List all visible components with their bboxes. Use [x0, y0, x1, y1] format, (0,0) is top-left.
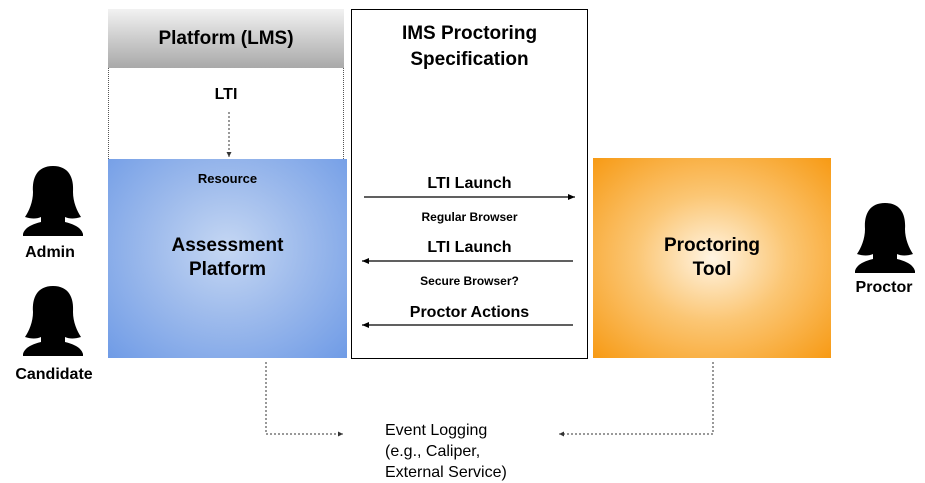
event-logging-line2: (e.g., Caliper, [385, 443, 481, 460]
admin-label: Admin [25, 244, 75, 261]
candidate-person-icon [23, 286, 83, 356]
lti-launch-label-1: LTI Launch [427, 175, 512, 192]
proctoring-to-logging-connector [559, 362, 714, 437]
platform-lms-header: Platform (LMS) [108, 9, 344, 68]
candidate-label: Candidate [15, 366, 93, 383]
proctoring-tool-box [593, 158, 831, 358]
event-logging-line1: Event Logging [385, 422, 488, 439]
ims-specification-box [351, 9, 588, 359]
proctor-actions-label: Proctor Actions [409, 304, 530, 321]
assessment-platform-box [108, 159, 347, 358]
platform-lms-title: Platform (LMS) [158, 27, 294, 49]
proctor-person-icon [855, 203, 915, 273]
assessment-title-line1: Assessment [171, 235, 284, 256]
resource-label: Resource [197, 171, 258, 186]
admin-person-icon [23, 166, 83, 236]
proctoring-title-line1: Proctoring [663, 235, 761, 256]
ims-specification-title: IMS Proctoring Specification [351, 21, 588, 73]
lti-label: LTI [214, 86, 238, 103]
event-logging-label: Event Logging (e.g., Caliper, External Ser… [385, 420, 507, 483]
ims-title-line2: Specification [410, 49, 529, 70]
event-logging-line3: External Service) [385, 464, 507, 481]
proctor-label: Proctor [855, 279, 913, 296]
lti-launch-label-2: LTI Launch [427, 239, 512, 256]
ims-title-line1: IMS Proctoring [401, 23, 538, 44]
secure-browser-label: Secure Browser? [420, 274, 519, 288]
platform-lms-container [108, 68, 344, 159]
assessment-to-logging-connector [265, 362, 343, 437]
proctoring-tool-label: Proctoring Tool [593, 234, 831, 282]
proctoring-title-line2: Tool [692, 259, 732, 280]
assessment-title-line2: Platform [188, 259, 267, 280]
assessment-platform-label: Assessment Platform [108, 234, 347, 282]
regular-browser-label: Regular Browser [421, 210, 518, 224]
